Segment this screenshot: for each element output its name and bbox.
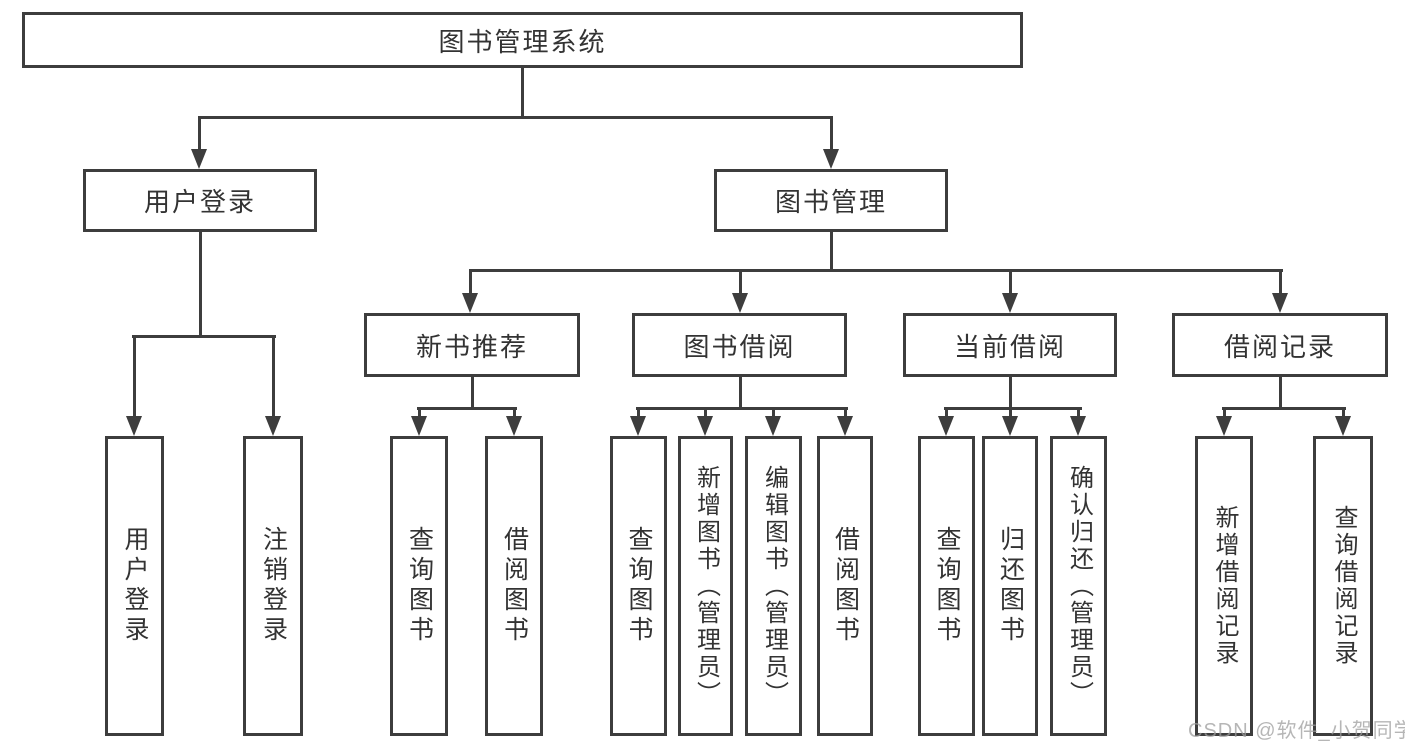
arrow-down-icon	[1216, 416, 1232, 436]
connector-stub-line	[829, 230, 833, 272]
node-library-management-system: 图书管理系统	[22, 12, 1023, 68]
leaf-return-books: 归还图书	[982, 436, 1038, 736]
arrow-down-icon	[126, 416, 142, 436]
arrow-down-icon	[1272, 293, 1288, 313]
connector-arrow-shaft	[944, 407, 948, 418]
connector-arrow-shaft	[1222, 407, 1226, 418]
connector-branch-line	[131, 335, 276, 338]
node-user-login: 用户登录	[83, 169, 317, 232]
leaf-add-books-admin: 新增图书（管理员）	[678, 436, 733, 736]
connector-stub-line	[1278, 375, 1282, 410]
leaf-label: 查询图书	[405, 526, 434, 646]
connector-arrow-shaft	[1008, 407, 1012, 418]
node-label: 图书管理系统	[438, 26, 607, 57]
node-book-borrowing: 图书借阅	[632, 313, 847, 377]
connector-arrow-shaft	[468, 269, 472, 295]
node-label: 用户登录	[143, 187, 256, 217]
node-label: 新书推荐	[415, 331, 528, 362]
node-label: 借阅记录	[1223, 331, 1336, 362]
node-borrowing-records: 借阅记录	[1172, 313, 1388, 377]
arrow-down-icon	[697, 416, 713, 436]
arrow-down-icon	[1002, 416, 1018, 436]
arrow-down-icon	[765, 416, 781, 436]
connector-stub-line	[738, 375, 742, 410]
connector-stub-line	[198, 230, 202, 338]
connector-arrow-shaft	[829, 116, 833, 151]
connector-branch-line	[468, 269, 1283, 272]
leaf-query-books-current: 查询图书	[918, 436, 975, 736]
node-current-borrowing: 当前借阅	[903, 313, 1117, 377]
connector-arrow-shaft	[771, 407, 775, 418]
leaf-label: 归还图书	[996, 526, 1025, 646]
node-label: 当前借阅	[953, 331, 1066, 362]
arrow-down-icon	[411, 416, 427, 436]
leaf-label: 查询借阅记录	[1330, 505, 1357, 667]
leaf-query-books-borrow: 查询图书	[610, 436, 667, 736]
leaf-label: 借阅图书	[500, 526, 529, 646]
connector-arrow-shaft	[738, 269, 742, 295]
arrow-down-icon	[265, 416, 281, 436]
leaf-label: 确认归还（管理员）	[1065, 464, 1093, 708]
leaf-borrow-books-newrec: 借阅图书	[485, 436, 543, 736]
arrow-down-icon	[191, 149, 207, 169]
connector-arrow-shaft	[271, 335, 275, 418]
connector-arrow-shaft	[1341, 407, 1345, 418]
leaf-label: 查询图书	[933, 526, 961, 646]
leaf-label: 查询图书	[625, 526, 653, 646]
csdn-watermark: CSDN @软件_小贺同学	[1188, 720, 1405, 742]
arrow-down-icon	[506, 416, 522, 436]
leaf-query-books-newrec: 查询图书	[390, 436, 448, 736]
connector-arrow-shaft	[636, 407, 640, 418]
leaf-label: 用户登录	[121, 526, 149, 646]
connector-stub-line	[470, 375, 474, 410]
leaf-confirm-return-admin: 确认归还（管理员）	[1050, 436, 1107, 736]
leaf-label: 编辑图书（管理员）	[760, 464, 788, 708]
connector-arrow-shaft	[512, 407, 516, 418]
connector-arrow-shaft	[703, 407, 707, 418]
leaf-label: 新增图书（管理员）	[692, 464, 720, 708]
connector-branch-line	[1221, 407, 1346, 410]
connector-arrow-shaft	[417, 407, 421, 418]
connector-branch-line	[197, 116, 833, 119]
arrow-down-icon	[823, 149, 839, 169]
node-label: 图书借阅	[683, 331, 796, 362]
connector-arrow-shaft	[1278, 269, 1282, 295]
leaf-borrow-books: 借阅图书	[817, 436, 873, 736]
arrow-down-icon	[1002, 293, 1018, 313]
connector-stub-line	[1008, 375, 1012, 410]
connector-arrow-shaft	[1008, 269, 1012, 295]
node-label: 图书管理	[774, 187, 887, 217]
connector-stub-line	[520, 66, 524, 119]
leaf-add-borrow-record: 新增借阅记录	[1195, 436, 1253, 736]
connector-arrow-shaft	[843, 407, 847, 418]
connector-branch-line	[416, 407, 517, 410]
leaf-label: 新增借阅记录	[1211, 505, 1238, 667]
connector-arrow-shaft	[132, 335, 136, 418]
node-book-management: 图书管理	[714, 169, 948, 232]
arrow-down-icon	[1070, 416, 1086, 436]
leaf-logout: 注销登录	[243, 436, 303, 736]
connector-arrow-shaft	[1076, 407, 1080, 418]
node-new-book-recommendation: 新书推荐	[364, 313, 580, 377]
leaf-label: 注销登录	[259, 526, 288, 646]
leaf-user-login: 用户登录	[105, 436, 164, 736]
leaf-edit-books-admin: 编辑图书（管理员）	[745, 436, 802, 736]
connector-arrow-shaft	[197, 116, 201, 151]
leaf-query-borrow-record: 查询借阅记录	[1313, 436, 1373, 736]
arrow-down-icon	[938, 416, 954, 436]
arrow-down-icon	[630, 416, 646, 436]
arrow-down-icon	[837, 416, 853, 436]
connector-branch-line	[943, 407, 1082, 410]
arrow-down-icon	[462, 293, 478, 313]
leaf-label: 借阅图书	[831, 526, 860, 646]
arrow-down-icon	[1335, 416, 1351, 436]
arrow-down-icon	[732, 293, 748, 313]
connector-branch-line	[635, 407, 848, 410]
